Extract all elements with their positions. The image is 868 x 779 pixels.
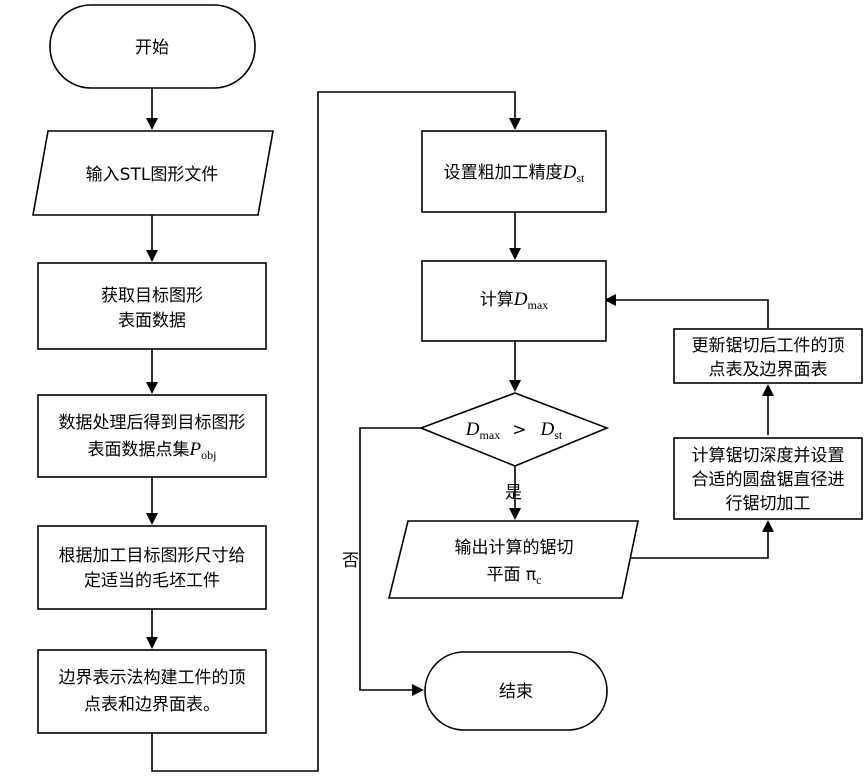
node-start: 开始 (50, 5, 255, 88)
node-update-tables-line2: 点表及边界面表 (709, 360, 828, 380)
node-input-stl: 输入STL图形文件 (33, 131, 273, 215)
node-process-line2: 表面数据点集Pobj (88, 439, 217, 462)
node-start-label: 开始 (135, 38, 169, 58)
node-saw-depth-line1: 计算锯切深度并设置 (692, 446, 845, 466)
node-output-plane-line2: 平面 πc (487, 565, 542, 587)
node-saw-depth-line3: 行锯切加工 (726, 494, 811, 514)
node-end-label: 结束 (499, 682, 533, 702)
node-process-line1: 数据处理后得到目标图形 (59, 413, 246, 433)
node-blank-line2: 定适当的毛坯工件 (84, 571, 220, 591)
node-brep-line1: 边界表示法构建工件的顶 (59, 668, 246, 688)
node-process: 数据处理后得到目标图形 表面数据点集Pobj (38, 395, 266, 477)
node-get-surface: 获取目标图形 表面数据 (38, 263, 266, 349)
edge-update-calc (606, 300, 768, 328)
node-saw-depth-line2: 合适的圆盘锯直径进 (692, 470, 845, 490)
edge-output-sawdepth (620, 522, 768, 558)
edge-label-yes: 是 (505, 483, 522, 503)
node-blank: 根据加工目标图形尺寸给 定适当的毛坯工件 (38, 526, 266, 609)
node-get-surface-line1: 获取目标图形 (101, 286, 203, 306)
node-update-tables: 更新锯切后工件的顶 点表及边界面表 (674, 329, 862, 383)
node-get-surface-line2: 表面数据 (118, 311, 186, 331)
node-set-precision: 设置粗加工精度Dst (422, 131, 606, 212)
node-end: 结束 (425, 652, 607, 730)
node-blank-line1: 根据加工目标图形尺寸给 (59, 546, 246, 566)
node-decision-label: Dmax>Dst (465, 419, 563, 442)
node-saw-depth: 计算锯切深度并设置 合适的圆盘锯直径进 行锯切加工 (674, 438, 862, 519)
node-brep: 边界表示法构建工件的顶 点表和边界面表。 (38, 650, 266, 733)
node-output-plane-line1: 输出计算的锯切 (455, 538, 574, 558)
node-output-plane: 输出计算的锯切 平面 πc (389, 521, 638, 598)
edge-label-no: 否 (342, 551, 359, 571)
node-update-tables-line1: 更新锯切后工件的顶 (692, 336, 845, 356)
node-input-stl-label: 输入STL图形文件 (86, 165, 219, 185)
node-decision: Dmax>Dst (421, 393, 607, 466)
node-calc-dmax: 计算Dmax (422, 261, 606, 341)
node-brep-line2: 点表和边界面表。 (84, 695, 220, 715)
node-set-precision-label: 设置粗加工精度Dst (444, 162, 585, 185)
